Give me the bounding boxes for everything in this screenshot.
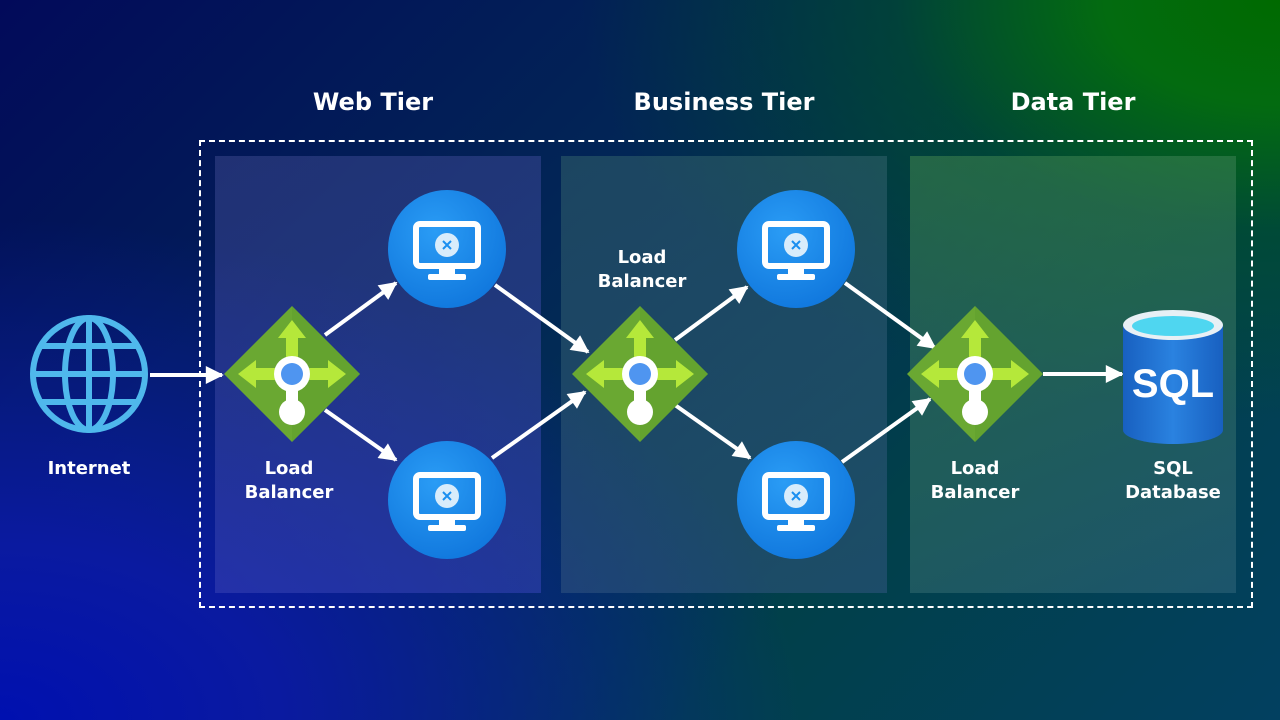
sql-database-label: SQL Database: [1103, 457, 1243, 505]
arrow-lb-to-vm1: [323, 281, 398, 337]
load-balancer-icon-data: [907, 306, 1043, 442]
lb-web-label: Load Balancer: [219, 457, 359, 505]
globe-icon: [30, 315, 148, 433]
database-icon: SQL: [1123, 310, 1223, 444]
sql-label-line2: Database: [1125, 482, 1221, 503]
tier-title-data: Data Tier: [1010, 88, 1136, 116]
load-balancer-icon-web: [224, 306, 360, 442]
arrow-lb-to-vm2: [323, 408, 398, 462]
lb-data-label: Load Balancer: [905, 457, 1045, 505]
load-balancer-icon-business: [572, 306, 708, 442]
lb-business-label: Load Balancer: [572, 246, 712, 294]
lb-business-label-line2: Balancer: [597, 271, 687, 292]
tier-title-web: Web Tier: [312, 88, 434, 116]
sql-icon-text: SQL: [1132, 362, 1214, 406]
virtual-machine-icon: [737, 190, 855, 308]
sql-label-line1: SQL: [1153, 458, 1193, 479]
lb-data-label-line2: Balancer: [930, 482, 1020, 503]
arrow-lb2-to-vm3: [673, 285, 749, 342]
arrow-vm3-to-lb3: [843, 281, 937, 350]
arrow-vm2-to-lb2: [490, 390, 587, 460]
virtual-machine-icon: [388, 441, 506, 559]
tier-title-business: Business Tier: [633, 88, 815, 116]
lb-business-label-line1: Load: [617, 247, 667, 268]
arrow-vm1-to-lb2: [493, 283, 590, 354]
lb-web-label-line1: Load: [264, 458, 314, 479]
internet-label: Internet: [47, 458, 131, 479]
virtual-machine-icon: [388, 190, 506, 308]
arrow-vm4-to-lb3: [840, 397, 932, 464]
lb-data-label-line1: Load: [950, 458, 1000, 479]
lb-web-label-line2: Balancer: [244, 482, 334, 503]
virtual-machine-icon: [737, 441, 855, 559]
arrow-lb2-to-vm4: [673, 403, 752, 460]
